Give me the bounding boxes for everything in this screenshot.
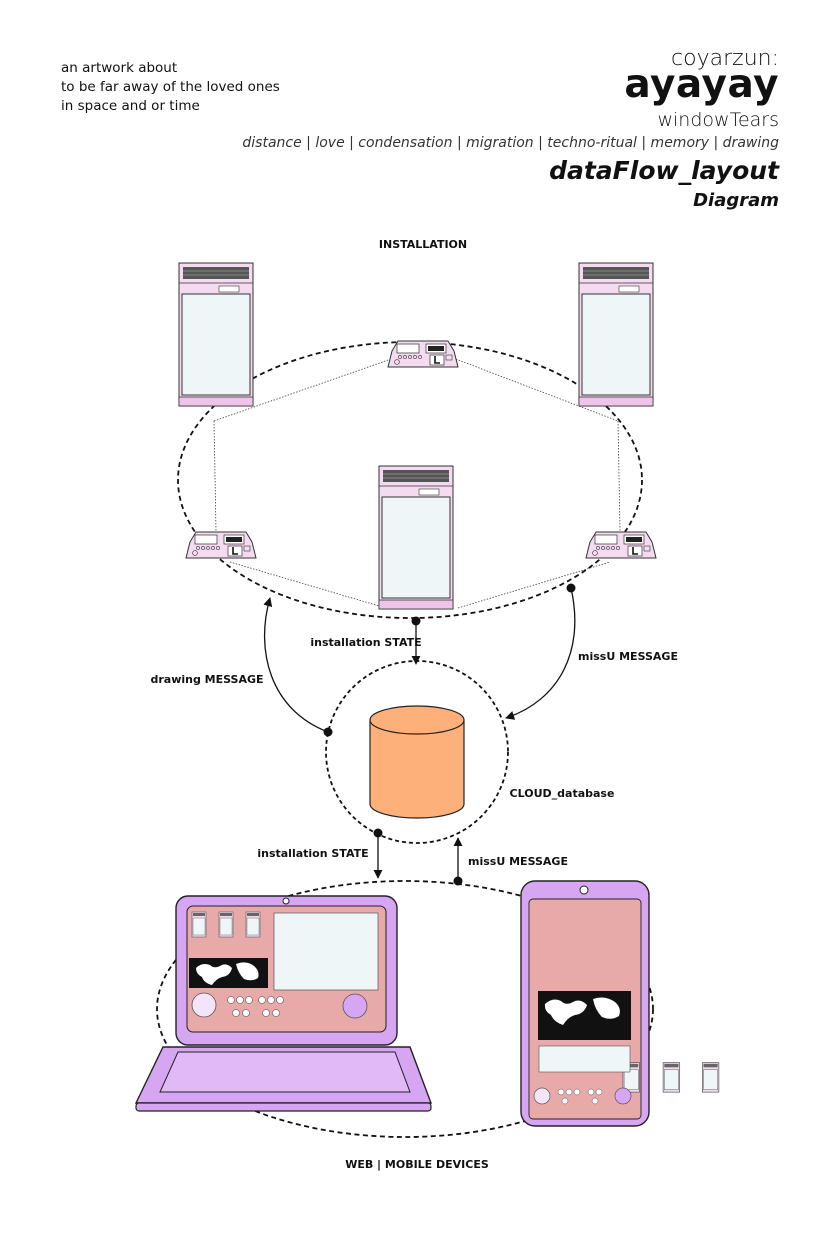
missu-message-label-bottom: missU MESSAGE — [468, 855, 568, 868]
document-type: Diagram — [693, 190, 779, 211]
missu-message-label-top: missU MESSAGE — [578, 650, 678, 663]
installation-state-label-top: installation STATE — [310, 636, 421, 649]
artwork-title: ayayay — [624, 62, 779, 107]
keywords: distance | love | condensation | migrati… — [242, 135, 779, 151]
database-icon — [369, 705, 465, 819]
intro-line: to be far away of the loved ones — [61, 79, 280, 95]
document-title: dataFlow_layout — [549, 156, 779, 185]
missu-message-arrow-top — [505, 587, 576, 720]
installation-label: INSTALLATION — [379, 238, 467, 251]
laptop-icon — [134, 895, 433, 1112]
control-panel-icon — [185, 531, 257, 559]
smartphone-icon — [520, 880, 720, 1127]
drawing-message-arrow — [263, 597, 329, 733]
cloud-database-label: CLOUD_database — [510, 787, 615, 800]
window-cabinet-icon — [178, 262, 254, 407]
window-cabinet-icon — [378, 465, 454, 610]
installation-links — [213, 357, 621, 609]
web-mobile-label: WEB | MOBILE DEVICES — [345, 1158, 489, 1171]
intro-line: in space and or time — [61, 98, 200, 114]
control-panel-icon — [585, 531, 657, 559]
installation-state-label-bottom: installation STATE — [257, 847, 368, 860]
world-map-icon — [189, 958, 268, 988]
window-cabinet-icon — [578, 262, 654, 407]
cloud-ring — [325, 660, 509, 844]
control-panel-icon — [387, 340, 459, 368]
artwork-subtitle: windowTears — [657, 109, 779, 131]
author-name: coyarzun: — [671, 46, 779, 71]
intro-line: an artwork about — [61, 60, 178, 76]
intro-text: an artwork about to be far away of the l… — [61, 59, 280, 116]
drawing-message-label: drawing MESSAGE — [150, 673, 263, 686]
devices-ring — [156, 880, 654, 1138]
